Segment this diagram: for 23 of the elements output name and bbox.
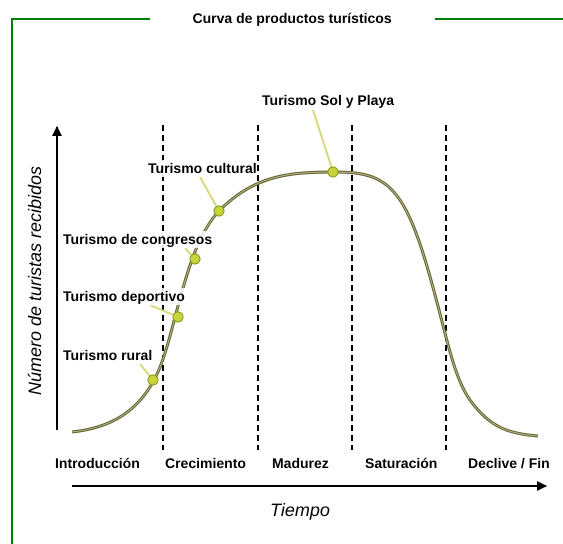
callout-label: Turismo cultural [148,160,257,177]
stage-label: Declive / Fin [468,455,550,472]
callout-label: Turismo deportivo [63,288,185,305]
callout-label: Turismo rural [63,347,152,364]
leader-line [184,247,192,256]
stage-label: Introducción [55,455,140,472]
stage-label: Madurez [272,455,329,472]
axis-title: Tiempo [270,500,330,521]
stage-label: Crecimiento [165,455,246,472]
stage-label: Saturación [365,455,438,472]
callout-label: Turismo de congresos [63,231,212,248]
leader-line [312,110,332,168]
curve-point-marker [148,374,158,386]
curve-point-marker [328,166,338,178]
leader-line [150,304,174,316]
curve-point-marker [214,206,224,216]
curve-point-marker [172,312,184,322]
title: Curva de productos turísticos [192,10,392,27]
curve-point-marker [190,254,200,264]
axis-title: Número de turistas recibidos [24,165,46,395]
leader-line [199,176,218,208]
leader-line [139,363,151,377]
callout-label: Turismo Sol y Playa [262,92,394,109]
